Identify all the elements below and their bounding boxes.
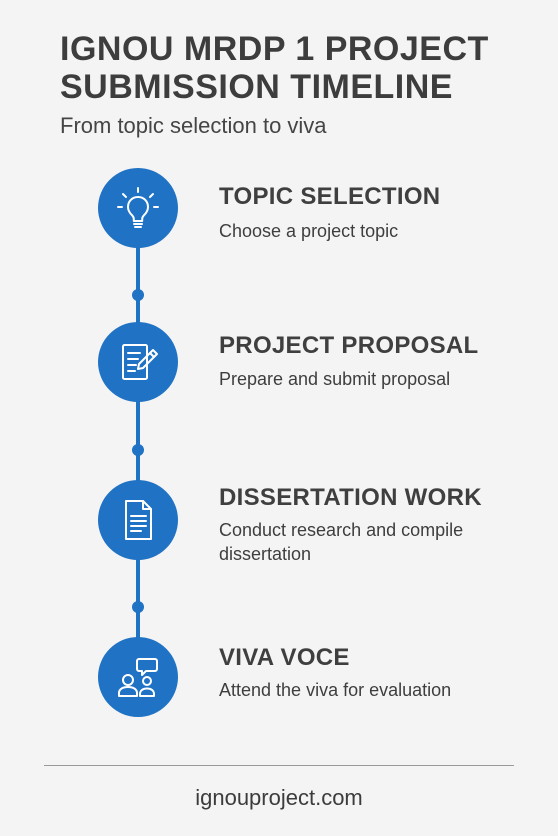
people-chat-icon [118,658,158,697]
step-title: DISSERTATION WORK [219,484,482,511]
step-icon-circle [98,168,178,248]
timeline-connector [136,401,140,483]
footer-divider [44,765,514,766]
timeline-dot [132,289,144,301]
step-description: Conduct research and compile dissertatio… [219,520,464,564]
document-icon [125,500,152,540]
step-title: PROJECT PROPOSAL [219,332,479,359]
step-description: Attend the viva for evaluation [219,680,452,700]
page-subtitle: From topic selection to viva [60,113,327,138]
step-description: Prepare and submit proposal [219,369,451,389]
step-title: VIVA VOCE [219,644,350,671]
footer-website: ignouproject.com [195,785,363,810]
step-title: TOPIC SELECTION [219,183,441,210]
step-description: Choose a project topic [219,221,399,241]
step-icon-circle [98,637,178,717]
document-pencil-icon [122,344,158,380]
timeline-connector [136,247,140,325]
timeline-dot [132,444,144,456]
page-title: IGNOU MRDP 1 PROJECT SUBMISSION TIMELINE [60,30,489,106]
timeline-dot [132,601,144,613]
step-icon-circle [98,480,178,560]
lightbulb-icon [117,187,159,228]
timeline-connector [136,558,140,640]
step-icon-circle [98,322,178,402]
